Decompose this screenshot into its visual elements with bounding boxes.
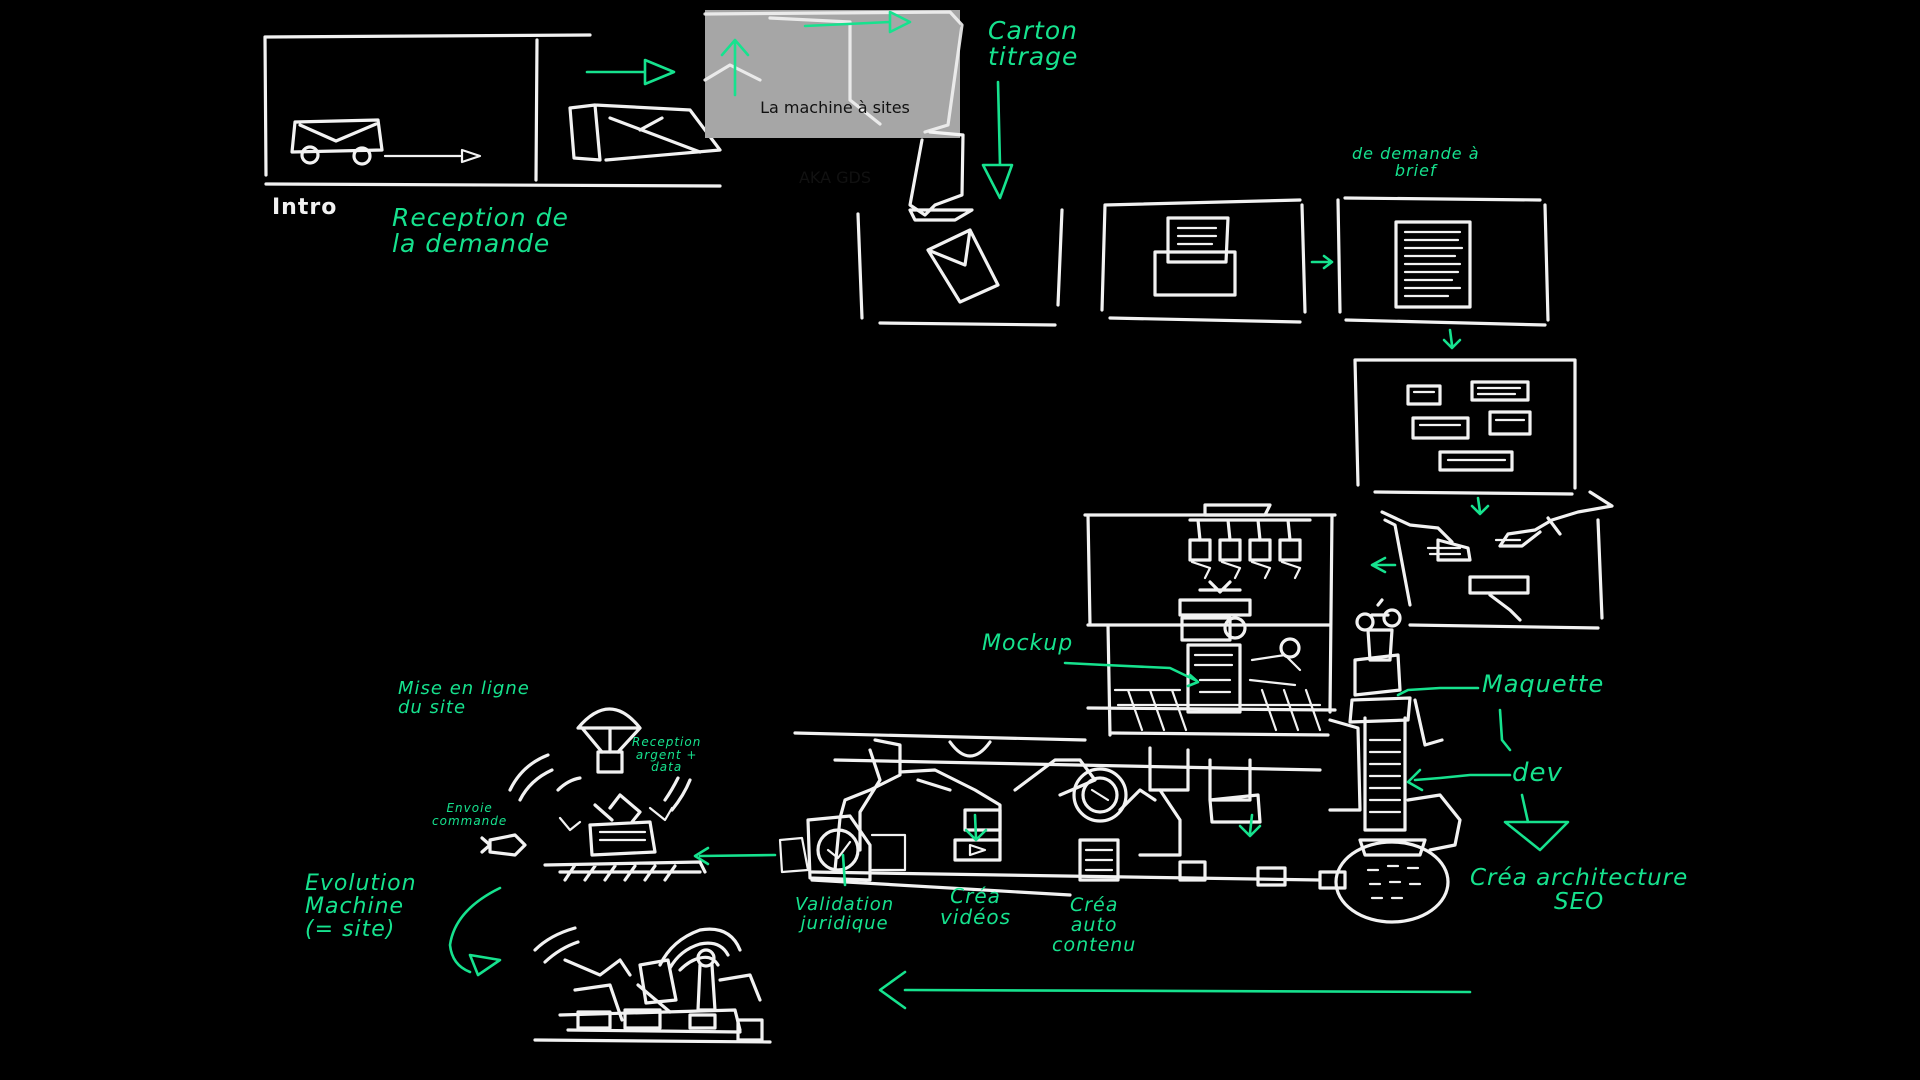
mockup-pointer xyxy=(1063,661,1200,688)
label-crea-architecture: Créa architecture SEO xyxy=(1470,865,1689,916)
label-evolution-machine: Evolution Machine (= site) xyxy=(305,871,417,943)
document-tray-icon xyxy=(1153,216,1237,297)
label-envoie-commande: Envoie commande xyxy=(432,801,508,828)
validation-pointer xyxy=(841,853,847,887)
label-crea-videos: Créa vidéos xyxy=(940,884,1012,929)
arrow-small-left-icon xyxy=(1370,556,1397,574)
label-carton-titrage: Carton titrage xyxy=(988,16,1079,72)
wireframe-board-icon xyxy=(1353,358,1577,496)
label-reception-demande: Reception de la demande xyxy=(392,203,569,259)
arrow-small-down-icon xyxy=(1470,496,1490,516)
arrow-down-icon xyxy=(981,80,1014,200)
envelope-slide-icon xyxy=(568,103,722,162)
factory-machine-icon xyxy=(778,503,1462,924)
parachute-package-icon xyxy=(576,707,642,774)
arrow-small-down-icon xyxy=(1442,328,1462,350)
rocket-icon xyxy=(480,833,527,857)
label-mise-en-ligne: Mise en ligne du site xyxy=(398,678,530,718)
brief-document-icon xyxy=(1394,220,1472,309)
arrow-right-icon xyxy=(585,58,676,86)
arrow-small-right-icon xyxy=(1310,254,1334,270)
truck-icon xyxy=(290,118,482,166)
label-maquette: Maquette xyxy=(1482,670,1605,698)
frame-document-tray xyxy=(1100,198,1307,324)
evolution-arrow-icon xyxy=(448,886,502,977)
frame-envelope xyxy=(856,208,1064,327)
note-line-1: La machine à sites xyxy=(760,98,910,118)
arrow-small-down-icon xyxy=(964,813,988,842)
evolution-machine-icon xyxy=(533,926,772,1044)
label-dev: dev xyxy=(1512,758,1563,788)
arrow-down-icon xyxy=(1503,793,1570,852)
label-reception-argent: Reception argent + data xyxy=(632,735,702,775)
arrow-left-large-icon xyxy=(878,970,1472,1010)
frame-brief xyxy=(1336,196,1550,327)
satellite-dish-icon xyxy=(508,753,692,812)
note-box xyxy=(703,10,965,217)
label-mockup: Mockup xyxy=(982,631,1074,656)
frame-intro xyxy=(263,33,722,188)
label-demande-brief: de demande à brief xyxy=(1352,144,1480,180)
label-validation-juridique: Validation juridique xyxy=(795,894,895,934)
arrow-left-icon xyxy=(693,846,777,866)
arrow-small-down-icon xyxy=(1238,813,1262,838)
envelope-icon xyxy=(926,228,1000,304)
label-crea-auto-contenu: Créa auto contenu xyxy=(1052,894,1137,956)
maquette-pointer xyxy=(1396,686,1480,697)
dev-pointer xyxy=(1406,768,1512,792)
robot-arm-icon xyxy=(1380,490,1614,630)
note-box-text: La machine à sites AKA GDS xyxy=(735,50,935,212)
maquette-arrow-icon xyxy=(1498,708,1512,752)
launch-station-icon xyxy=(543,793,707,882)
note-line-2: AKA GDS xyxy=(798,167,872,187)
label-intro: Intro xyxy=(272,195,338,220)
